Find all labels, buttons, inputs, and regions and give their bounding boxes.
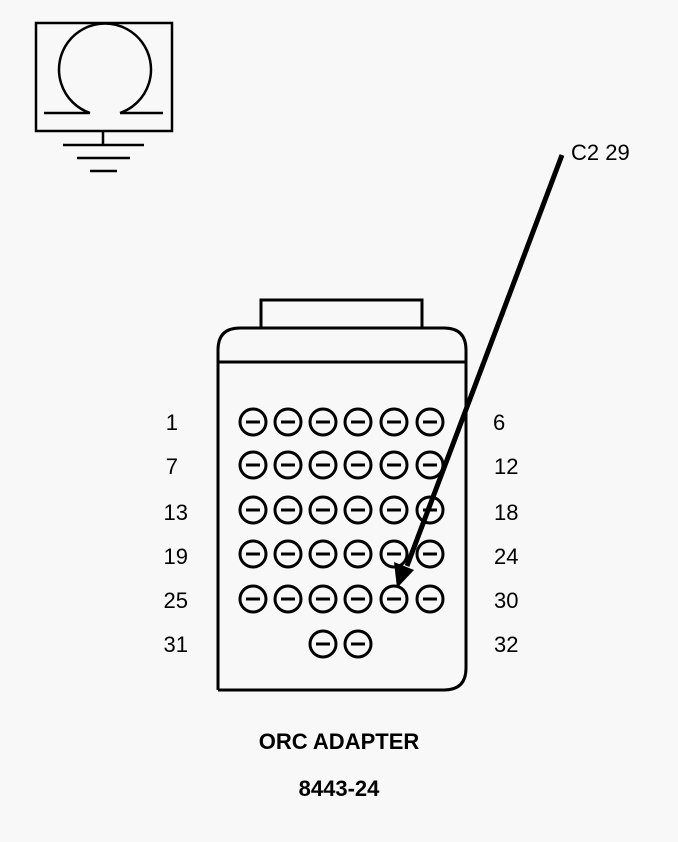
pin-row-2: [238, 450, 445, 480]
pin-label-1: 1: [165, 410, 178, 435]
pin-label-25: 25: [163, 588, 188, 613]
pin-row-4: [238, 539, 445, 569]
connector-name: ORC ADAPTER: [258, 729, 420, 754]
pin-row-5: [238, 584, 445, 614]
ohmmeter-ground-icon: [34, 21, 174, 173]
pin-row-3: [238, 495, 445, 525]
pin-label-32: 32: [494, 632, 519, 657]
pin-label-24: 24: [494, 544, 519, 569]
pin-label-13: 13: [163, 500, 188, 525]
callout-label: C2 29: [571, 140, 630, 165]
connector-body: [216, 298, 468, 692]
pin-label-12: 12: [494, 454, 519, 479]
pin-label-7: 7: [165, 454, 178, 479]
pin-row-1: [238, 407, 445, 437]
pin-grid: [238, 407, 445, 659]
probe-arrow: [394, 154, 565, 588]
pin-label-18: 18: [494, 500, 519, 525]
pin-label-6: 6: [493, 410, 506, 435]
part-number: 8443-24: [298, 776, 380, 801]
pin-label-31: 31: [163, 632, 188, 657]
pin-label-30: 30: [494, 588, 519, 613]
pin-row-6: [308, 629, 373, 659]
pin-label-19: 19: [163, 544, 188, 569]
